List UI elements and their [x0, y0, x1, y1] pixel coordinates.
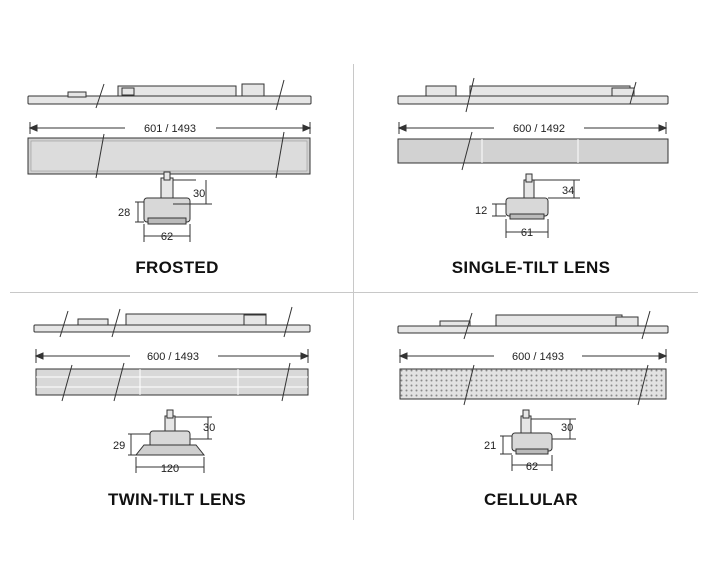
panel-single-tilt: 600 / 1492 34 12 61 SINGLE-TILT LENS [354, 0, 708, 292]
height-label: 30 [203, 422, 215, 434]
length-label: 600 / 1493 [512, 351, 564, 363]
single-tilt-drawing: 600 / 1492 34 12 61 [397, 77, 669, 239]
width-label: 62 [526, 461, 538, 473]
lens-view [397, 131, 669, 171]
width-label: 62 [161, 231, 173, 243]
length-dimension [34, 349, 310, 363]
side-label: 28 [118, 207, 130, 219]
twin-tilt-drawing: 600 / 1493 30 29 120 [33, 306, 311, 475]
cross-section [128, 409, 212, 473]
panel-twin-tilt: 600 / 1493 30 29 120 [0, 293, 354, 585]
height-label: 30 [561, 422, 573, 434]
panel-title: SINGLE-TILT LENS [451, 258, 611, 277]
length-dimension [398, 349, 668, 363]
lens-view [27, 131, 311, 179]
length-label: 601 / 1493 [144, 123, 196, 135]
width-label: 61 [521, 227, 533, 239]
side-view [33, 306, 311, 338]
length-dimension [28, 122, 312, 134]
panel-title: CELLULAR [484, 490, 578, 509]
side-view [397, 310, 669, 340]
side-view [397, 77, 669, 113]
cross-section [492, 173, 580, 238]
panel-title: TWIN-TILT LENS [108, 490, 246, 509]
panel-cellular: 600 / 1493 30 21 62 CELLULAR [354, 293, 708, 585]
length-label: 600 / 1493 [147, 351, 199, 363]
cross-section [500, 409, 576, 471]
panel-title: FROSTED [135, 258, 219, 277]
lens-view [399, 364, 667, 406]
lens-view [35, 362, 309, 402]
panel-frosted: 601 / 1493 30 28 62 FROSTED [0, 0, 354, 292]
cross-section [135, 171, 212, 242]
side-label: 29 [113, 440, 125, 452]
height-label: 30 [193, 188, 205, 200]
width-label: 120 [161, 463, 179, 475]
height-label: 34 [562, 185, 574, 197]
length-dimension [397, 122, 668, 134]
length-label: 600 / 1492 [513, 123, 565, 135]
frosted-drawing: 601 / 1493 30 28 62 [27, 79, 312, 243]
cellular-drawing: 600 / 1493 30 21 62 [397, 310, 669, 473]
side-view [27, 79, 312, 111]
side-label: 12 [475, 205, 487, 217]
side-label: 21 [484, 440, 496, 452]
horizontal-divider [10, 292, 698, 293]
